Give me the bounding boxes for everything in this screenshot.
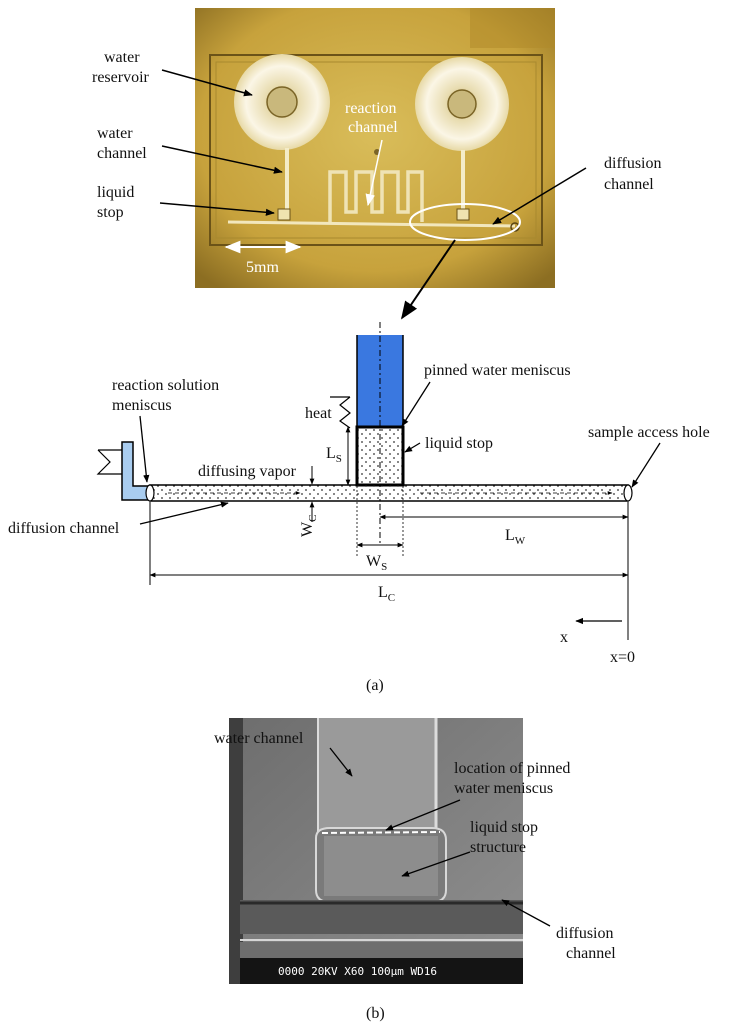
label-liquid-stop-2: stop xyxy=(97,204,124,221)
diffusion-highlight-ellipse xyxy=(409,203,521,241)
chip-inner-outline xyxy=(215,61,537,239)
arrow-water-reservoir xyxy=(161,69,253,97)
arrow-reaction-meniscus xyxy=(139,415,150,483)
label-water-channel-1: water xyxy=(97,125,133,142)
label-x: x xyxy=(560,629,568,646)
label-diffusion-channel-a: diffusion channel xyxy=(8,520,120,537)
zoom-arrow xyxy=(400,239,456,320)
sem-info-bar xyxy=(240,958,523,984)
sem-water-channel xyxy=(318,718,436,838)
arrow-sem-pinned xyxy=(385,799,461,831)
label-water-channel-2: channel xyxy=(97,145,147,162)
heat-symbol xyxy=(330,396,351,429)
caption-b: (b) xyxy=(366,1005,385,1022)
device-photo: 5mm water reservoir water channel liquid… xyxy=(92,8,661,320)
arrow-reaction-channel xyxy=(365,139,383,207)
arrow-liquid-stop-a xyxy=(404,442,421,453)
label-sem-diffusion-1: diffusion xyxy=(556,925,613,942)
arrow-diffusion-channel xyxy=(492,167,587,225)
label-lw: LW xyxy=(505,527,526,547)
chip-outline xyxy=(209,54,543,246)
label-wc: WC xyxy=(299,515,319,537)
sem-image: 0000 20KV X60 100µm WD16 water channel l… xyxy=(214,718,616,1022)
label-lc: LC xyxy=(378,584,395,604)
arrow-water-channel xyxy=(161,145,283,174)
label-sem-water-channel: water channel xyxy=(214,730,304,747)
tube-left-end xyxy=(145,484,155,502)
label-liquid-stop-1: liquid xyxy=(97,184,134,201)
label-reaction-meniscus-1: reaction solution xyxy=(112,377,219,394)
sem-pinned-meniscus-line xyxy=(321,831,441,834)
label-diffusing-vapor: diffusing vapor xyxy=(198,463,297,480)
arrow-sem-diffusion xyxy=(501,899,551,927)
liquid-stop-right xyxy=(456,208,470,221)
label-liquid-stop: liquid stop xyxy=(425,435,493,452)
schematic-diagram: heat reaction solution meniscus pinned w… xyxy=(8,322,710,694)
sem-diffusion-channel xyxy=(240,900,523,934)
label-ls: LS xyxy=(326,445,342,465)
label-diffusion-channel-1: diffusion xyxy=(604,155,661,172)
label-sem-pinned-1: location of pinned xyxy=(454,760,570,777)
label-diffusion-channel-2: channel xyxy=(604,176,654,193)
label-ws: WS xyxy=(366,553,387,573)
label-water-reservoir-2: reservoir xyxy=(92,69,150,86)
reservoir-right-hole xyxy=(447,89,477,119)
caption-a: (a) xyxy=(366,677,384,694)
sem-left-edge xyxy=(229,718,243,984)
reservoir-left-hole xyxy=(266,86,298,118)
arrow-sem-water-channel xyxy=(329,747,353,777)
arrow-sample-access-hole xyxy=(631,442,661,488)
tube-right-end xyxy=(623,484,633,502)
label-sem-diffusion-2: channel xyxy=(566,945,616,962)
arrow-sem-liquid-stop xyxy=(401,851,471,877)
label-heat: heat xyxy=(305,405,332,422)
label-sem-pinned-2: water meniscus xyxy=(454,780,553,797)
label-x0: x=0 xyxy=(610,649,635,666)
reaction-channel-serpentine xyxy=(328,170,424,222)
arrow-pinned-meniscus xyxy=(401,381,431,427)
diffusion-channel-line xyxy=(227,220,516,228)
label-sem-liquid-stop-2: structure xyxy=(470,839,526,856)
label-reaction-channel-2: channel xyxy=(348,119,398,136)
label-water-reservoir-1: water xyxy=(104,49,140,66)
sem-info-text: 0000 20KV X60 100µm WD16 xyxy=(278,965,437,978)
arrow-diffusion-channel-a xyxy=(139,501,229,525)
liquid-stop-box xyxy=(355,425,405,487)
liquid-stop-left xyxy=(277,208,291,221)
sem-liquid-stop-floor xyxy=(324,836,438,896)
scale-label: 5mm xyxy=(246,259,279,276)
label-pinned-meniscus: pinned water meniscus xyxy=(424,362,571,379)
label-sample-access-hole: sample access hole xyxy=(588,424,710,441)
arrow-liquid-stop xyxy=(159,202,275,216)
label-sem-liquid-stop-1: liquid stop xyxy=(470,819,538,836)
label-reaction-channel-1: reaction xyxy=(345,100,397,117)
reservoir-heat-symbol xyxy=(96,449,122,475)
label-reaction-meniscus-2: meniscus xyxy=(112,397,172,414)
photo-edge-shade xyxy=(470,8,555,48)
